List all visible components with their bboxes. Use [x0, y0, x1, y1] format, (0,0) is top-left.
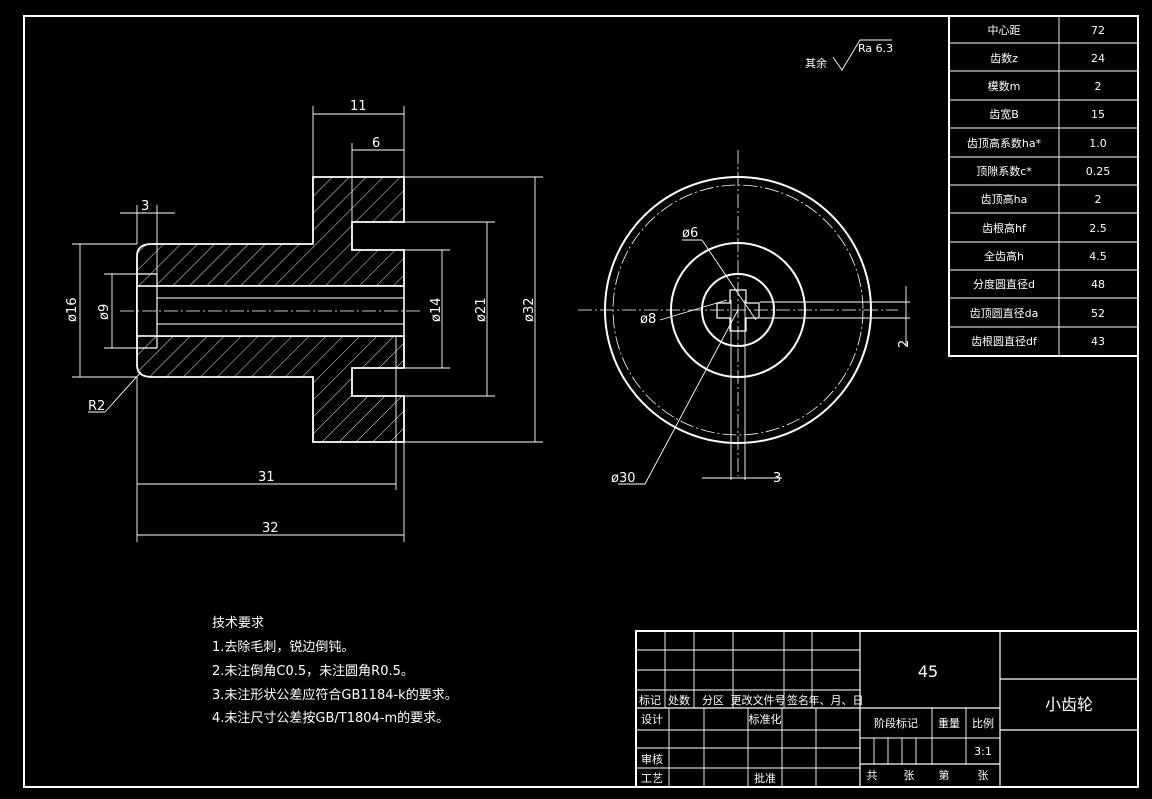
dim-r2: R2: [88, 399, 105, 414]
param-value: 4.5: [1089, 250, 1107, 263]
note-item: 2.未注倒角C0.5，未注圆角R0.5。: [212, 664, 414, 679]
param-value: 72: [1091, 24, 1105, 37]
weight-label: 重量: [938, 716, 960, 730]
section-view: [72, 106, 543, 542]
design-label: 设计: [641, 713, 663, 726]
param-name: 分度圆直径d: [973, 277, 1035, 291]
stage-mark-label: 阶段标记: [874, 716, 918, 730]
roughness-symbol: [832, 39, 892, 71]
parameter-table-text: 中心距 72 齿数z 24 模数m 2 齿宽B 15 齿顶高系数ha* 1.0 …: [967, 24, 1110, 348]
technical-notes: 技术要求 1.去除毛刺，锐边倒钝。 2.未注倒角C0.5，未注圆角R0.5。 3…: [212, 616, 458, 726]
material: 45: [918, 662, 938, 681]
rev-header: 年、月、日: [809, 693, 864, 707]
param-name: 齿顶圆直径da: [970, 306, 1039, 320]
drawing-frame: [23, 15, 1139, 788]
param-value: 43: [1091, 335, 1105, 348]
param-value: 0.25: [1086, 165, 1111, 178]
dim-phi30: ø30: [611, 471, 636, 486]
param-value: 2: [1095, 193, 1102, 206]
param-name: 齿数z: [990, 52, 1018, 65]
param-name: 全齿高h: [984, 249, 1024, 263]
note-item: 4.未注尺寸公差按GB/T1804-m的要求。: [212, 710, 449, 726]
part-name: 小齿轮: [1045, 695, 1093, 714]
notes-title: 技术要求: [212, 616, 264, 631]
dim-11: 11: [350, 99, 367, 114]
rev-header: 处数: [668, 694, 690, 707]
review-label: 审核: [641, 752, 663, 766]
note-item: 3.未注形状公差应符合GB1184-k的要求。: [212, 687, 458, 703]
dim-phi16: ø16: [65, 298, 80, 323]
approve-label: 批准: [754, 771, 776, 785]
title-block-text: 标记 处数 分区 更改文件号 签名 年、月、日 设计 标准化 审核 工艺 批准 …: [639, 662, 1093, 785]
dim-phi14: ø14: [429, 298, 444, 323]
param-name: 齿根高hf: [982, 221, 1027, 235]
param-value: 2.5: [1089, 222, 1107, 235]
dim-phi6: ø6: [682, 226, 698, 241]
process-label: 工艺: [641, 772, 663, 785]
param-value: 24: [1091, 52, 1105, 65]
rev-header: 分区: [702, 694, 724, 707]
dim-6: 6: [372, 136, 380, 151]
scale-label: 比例: [972, 716, 994, 730]
standardize-label: 标准化: [749, 712, 782, 726]
dim-phi21: ø21: [474, 298, 489, 323]
param-name: 顶隙系数c*: [976, 164, 1032, 178]
total-label: 共: [867, 769, 878, 782]
param-name: 齿顶高系数ha*: [967, 136, 1042, 150]
param-value: 15: [1091, 108, 1105, 121]
param-name: 中心距: [988, 24, 1021, 37]
sheet-label: 张: [978, 769, 989, 782]
rev-header: 签名: [787, 693, 809, 707]
dim-phi8: ø8: [640, 312, 656, 327]
dim-3: 3: [141, 199, 149, 214]
front-view: [578, 150, 910, 485]
title-block: [635, 630, 1139, 788]
nth-label: 第: [939, 768, 950, 782]
roughness-value: Ra 6.3: [858, 42, 893, 55]
sheets-label: 张: [904, 769, 915, 782]
param-value: 2: [1095, 80, 1102, 93]
param-value: 48: [1091, 278, 1105, 291]
dim-phi9: ø9: [97, 304, 112, 320]
dim-2: 2: [897, 340, 912, 348]
dim-3b: 3: [773, 471, 781, 486]
param-value: 52: [1091, 307, 1105, 320]
roughness-prefix: 其余: [805, 56, 827, 70]
dim-32: 32: [262, 521, 279, 536]
note-item: 1.去除毛刺，锐边倒钝。: [212, 640, 354, 655]
param-value: 1.0: [1089, 137, 1107, 150]
param-name: 齿宽B: [989, 107, 1019, 121]
param-name: 齿顶高ha: [981, 192, 1028, 206]
param-name: 齿根圆直径df: [971, 334, 1038, 348]
scale-value: 3:1: [974, 745, 992, 758]
dim-phi32: ø32: [522, 298, 537, 323]
rev-header: 标记: [639, 693, 661, 707]
rev-header: 更改文件号: [731, 693, 786, 707]
param-name: 模数m: [988, 80, 1021, 93]
parameter-table: [948, 15, 1139, 357]
dim-31: 31: [258, 470, 275, 485]
